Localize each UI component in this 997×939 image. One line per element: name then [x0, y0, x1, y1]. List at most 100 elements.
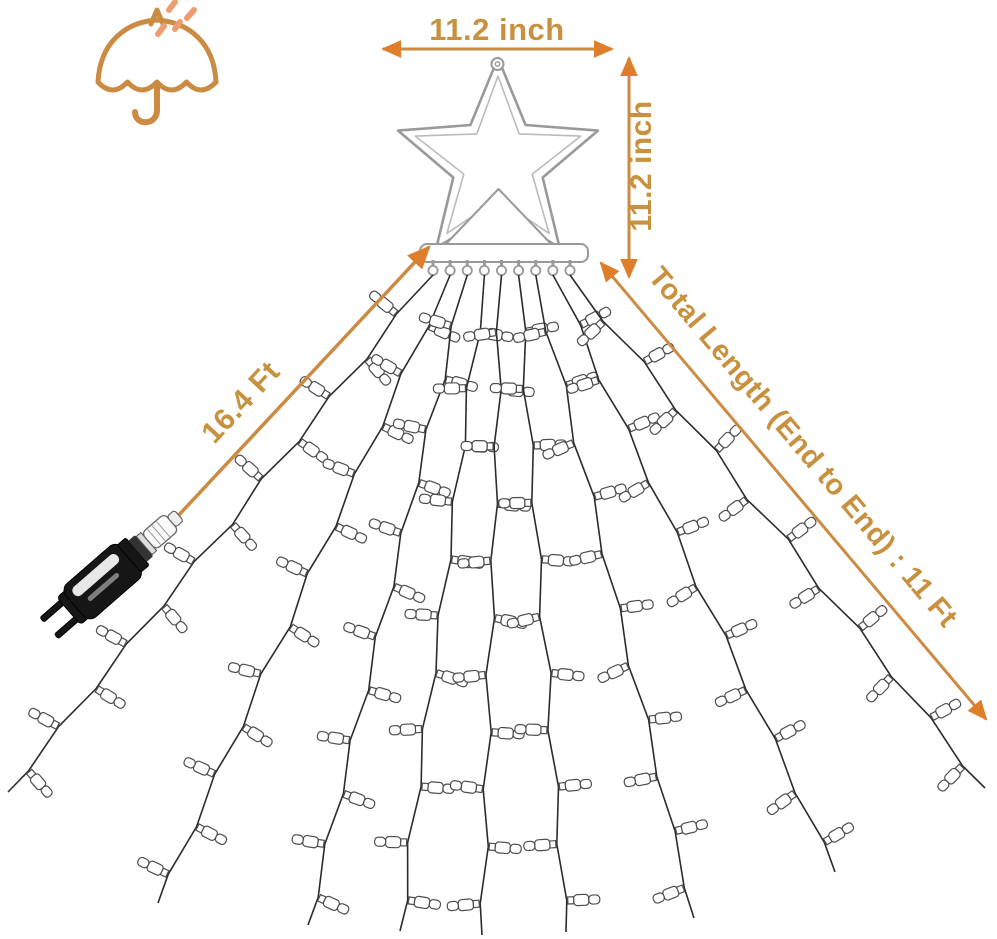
- bulb-base: [399, 723, 417, 736]
- lead-wire-label: 16.4 Ft: [195, 355, 286, 450]
- bulb-tip: [291, 834, 304, 845]
- plug-body-highlight: [87, 572, 120, 601]
- bulb: [229, 521, 258, 551]
- bulb-tip: [446, 900, 459, 912]
- bulb-tip: [542, 448, 555, 460]
- bulb-tip: [401, 432, 414, 444]
- bulb-tip: [322, 458, 335, 470]
- strand-wire: [399, 274, 486, 932]
- bulb: [299, 376, 331, 400]
- bulb-tip: [695, 819, 709, 831]
- bulb: [498, 496, 532, 510]
- bulb-base: [599, 485, 617, 500]
- umbrella-icon: [95, 0, 219, 126]
- bulb-socket: [533, 441, 542, 450]
- bulb-base: [384, 835, 402, 849]
- rain-drops-icon: [155, 0, 197, 37]
- bulb: [523, 838, 557, 852]
- bulb-tip: [28, 707, 41, 720]
- bulb: [392, 418, 427, 434]
- strand-wire: [552, 274, 836, 873]
- bulb-tip: [523, 840, 536, 852]
- bulb: [183, 757, 217, 778]
- total-length-label: Total Length (End to End) : 11 Ft: [642, 261, 964, 633]
- bulb-tip: [452, 672, 465, 683]
- bulb-tip: [498, 498, 511, 509]
- bulb: [322, 458, 356, 478]
- bulb: [343, 622, 377, 641]
- bulb: [489, 382, 524, 395]
- bulb-base: [443, 382, 461, 395]
- bulb-tip: [368, 518, 382, 530]
- bulb: [368, 518, 402, 537]
- bulb: [137, 856, 170, 878]
- strand-wire: [517, 274, 568, 933]
- bulb-tip: [404, 608, 417, 620]
- bulb: [275, 556, 309, 578]
- bulb-socket: [399, 838, 408, 847]
- bulb: [937, 763, 966, 792]
- bulb-tip: [669, 711, 683, 723]
- bulb-tip: [506, 617, 520, 629]
- bulb-base: [626, 599, 644, 614]
- lead-wire-line: [175, 245, 431, 519]
- bulb: [567, 893, 601, 907]
- bulb: [457, 555, 491, 569]
- bulb: [291, 834, 326, 849]
- bulb-base: [573, 893, 590, 907]
- bulb: [446, 898, 481, 912]
- bulb-tip: [275, 556, 289, 568]
- plug-body-highlight: [72, 553, 120, 597]
- bulb-base: [457, 898, 475, 912]
- bulb: [432, 382, 467, 395]
- bulb: [388, 723, 423, 736]
- bulb: [558, 778, 593, 792]
- umbrella-canopy: [95, 17, 219, 85]
- bulb-base: [500, 382, 517, 395]
- bulb: [163, 542, 196, 566]
- bulb-base: [509, 496, 526, 510]
- bulb-tip: [388, 725, 402, 736]
- bulb: [161, 603, 188, 634]
- light-strand: [7, 274, 434, 798]
- bulb: [623, 772, 658, 788]
- star-bottom-bar: [419, 243, 589, 263]
- bulb: [652, 884, 686, 904]
- bulb: [620, 599, 654, 614]
- bulb: [373, 835, 408, 849]
- bulb-tip: [576, 334, 590, 347]
- bulb: [28, 707, 61, 731]
- bulb-tip: [336, 903, 350, 915]
- bulb: [288, 623, 320, 648]
- bulb-tip: [373, 836, 387, 847]
- plug-connector-ridge: [156, 521, 171, 537]
- bulb-tip: [183, 757, 196, 769]
- bulb: [488, 841, 522, 855]
- bulb-base: [497, 726, 514, 740]
- bulb: [407, 895, 442, 910]
- bulb-tip: [95, 625, 109, 637]
- bulb-base: [579, 550, 597, 565]
- bulb-tip: [214, 833, 228, 846]
- bulb-tip: [579, 778, 593, 790]
- bulb: [597, 661, 630, 684]
- bulb-tip: [362, 797, 376, 810]
- bulb-base: [471, 440, 488, 453]
- bulb: [95, 625, 128, 648]
- bulb: [316, 730, 351, 745]
- bulb: [381, 422, 414, 444]
- bulb-tip: [457, 558, 470, 569]
- bulb-tip: [244, 538, 258, 551]
- bulb-base: [468, 555, 485, 569]
- bulb-base: [374, 686, 392, 702]
- connector-drop: [547, 264, 559, 276]
- bulb-socket: [486, 442, 494, 451]
- strand-wire: [479, 274, 503, 936]
- bulb-tip: [412, 591, 426, 604]
- lead-wire-dimension: 16.4 Ft: [175, 245, 431, 519]
- bulb-base: [302, 834, 319, 849]
- bulb: [857, 605, 888, 632]
- bulb-tip: [514, 724, 527, 735]
- bulb-tip: [566, 382, 579, 394]
